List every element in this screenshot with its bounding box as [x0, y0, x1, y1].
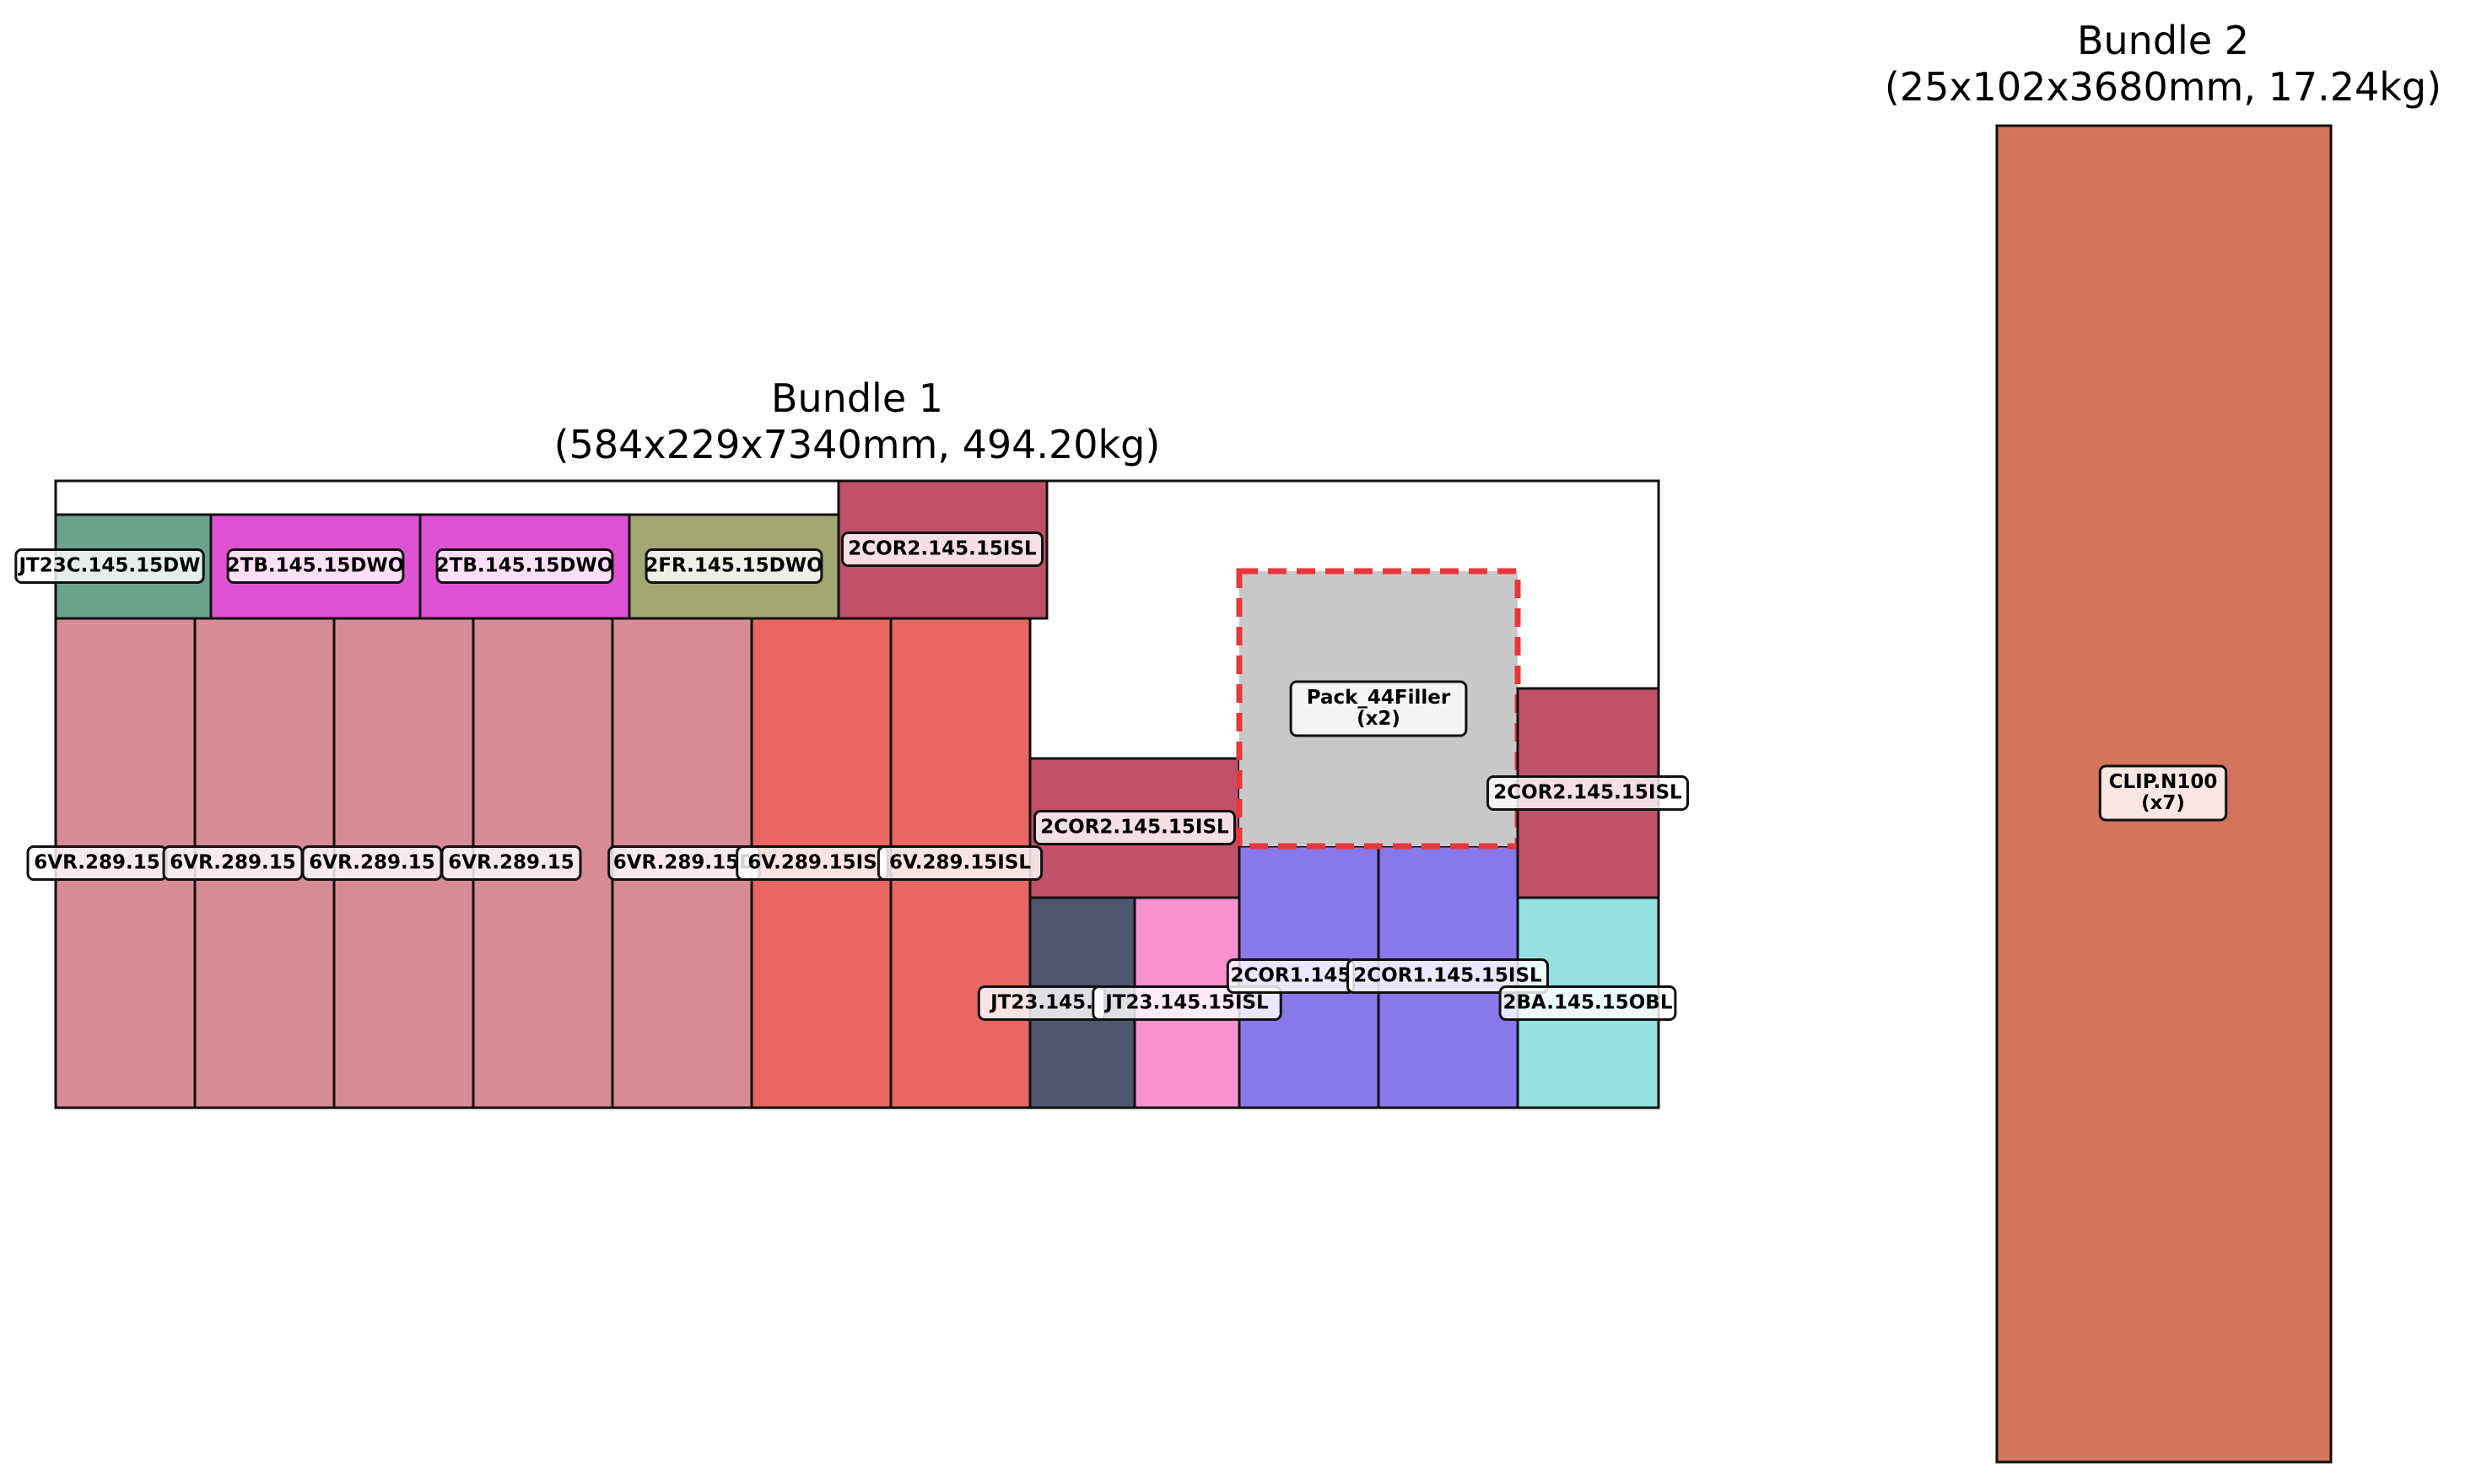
item-label-2tb-145-15dwo: 2TB.145.15DWO: [226, 548, 405, 584]
item-label-box: [2098, 764, 2228, 822]
bundle-2-title: Bundle 2: [2077, 18, 2249, 63]
item-label-text: 6V.289.15ISL: [889, 852, 1031, 874]
item-label-text: 6VR.289.15: [34, 852, 159, 874]
item-label-6v-289-15is: 6V.289.15IS: [736, 845, 889, 881]
item-label-box: [1289, 680, 1468, 737]
item-label-jt23c-145-15dw: JT23C.145.15DW: [14, 548, 205, 584]
item-label-text: 6VR.289.15: [448, 852, 574, 874]
item-label-text: 2COR2.145.15ISL: [848, 538, 1037, 560]
item-label-text: 2FR.145.15DWO: [645, 555, 823, 577]
item-label-count: (x7): [2141, 792, 2185, 814]
item-label-jt23-145-15isl: JT23.145.15ISL: [1092, 985, 1282, 1021]
item-label-2cor1-145: 2COR1.145: [1226, 958, 1356, 994]
item-label-text: 6VR.289.15D: [613, 852, 756, 874]
item-label-text: CLIP.N100: [2109, 771, 2218, 793]
item-label-text: JT23.145.15ISL: [1103, 992, 1269, 1014]
item-label-text: 6V.289.15IS: [747, 852, 877, 874]
item-label-2fr-145-15dwo: 2FR.145.15DWO: [645, 548, 823, 584]
bundle-1-subtitle: (584x229x7340mm, 494.20kg): [554, 422, 1161, 467]
item-label-2cor1-145-15isl: 2COR1.145.15ISL: [1346, 958, 1549, 994]
item-label-text: 2TB.145.15DWO: [227, 555, 405, 577]
item-label-count: (x2): [1357, 708, 1400, 730]
item-label-text: 2COR2.145.15ISL: [1040, 817, 1229, 839]
item-label-text: Pack_44Filler: [1307, 687, 1451, 709]
item-label-box: [1486, 775, 1689, 811]
item-label-box: [1346, 958, 1549, 994]
item-label-6vr-289-15: 6VR.289.15: [440, 845, 582, 881]
item-label-box: [1033, 810, 1236, 845]
item-label-clip-n100: CLIP.N100(x7): [2098, 764, 2228, 822]
item-label-text: 2COR1.145.15ISL: [1353, 965, 1542, 987]
item-label-6vr-289-15: 6VR.289.15: [162, 845, 304, 881]
item-label-6vr-289-15: 6VR.289.15: [301, 845, 443, 881]
item-label-6v-289-15isl: 6V.289.15ISL: [877, 845, 1044, 881]
item-label-box: [440, 845, 582, 881]
item-label-box: [14, 548, 205, 584]
bundle-1-title: Bundle 1: [771, 375, 943, 421]
item-label-2cor2-145-15isl: 2COR2.145.15ISL: [841, 532, 1044, 567]
item-label-2cor2-145-15isl: 2COR2.145.15ISL: [1486, 775, 1689, 811]
item-label-text: 2TB.145.15DWO: [436, 555, 614, 577]
item-label-box: [841, 532, 1044, 567]
item-label-box: [1498, 985, 1677, 1021]
item-label-text: 2BA.145.15OBL: [1503, 992, 1673, 1014]
item-label-text: JT23C.145.15DW: [17, 555, 200, 577]
bundle-1: Bundle 1 (584x229x7340mm, 494.20kg) JT23…: [14, 375, 1689, 1109]
bundle-2: Bundle 2 (25x102x3680mm, 17.24kg) CLIP.N…: [1885, 18, 2441, 1464]
item-label-box: [1092, 985, 1282, 1021]
item-label-6vr-289-15: 6VR.289.15: [26, 845, 168, 881]
item-label-text: 6VR.289.15: [170, 852, 295, 874]
item-label-text: 2COR1.145: [1231, 965, 1351, 987]
item-label-text: JT23.145.: [989, 992, 1093, 1014]
item-label-jt23-145: JT23.145.: [977, 985, 1107, 1021]
item-label-box: [435, 548, 614, 584]
item-label-text: 6VR.289.15: [309, 852, 434, 874]
bundle-2-subtitle: (25x102x3680mm, 17.24kg): [1885, 64, 2441, 110]
item-label-box: [226, 548, 405, 584]
item-label-2ba-145-15obl: 2BA.145.15OBL: [1498, 985, 1677, 1021]
item-label-box: [877, 845, 1044, 881]
item-label-box: [645, 548, 823, 584]
item-label-2cor2-145-15isl: 2COR2.145.15ISL: [1033, 810, 1236, 845]
item-label-pack-44filler: Pack_44Filler(x2): [1289, 680, 1468, 737]
item-label-text: 2COR2.145.15ISL: [1493, 782, 1682, 804]
item-label-2tb-145-15dwo: 2TB.145.15DWO: [435, 548, 614, 584]
